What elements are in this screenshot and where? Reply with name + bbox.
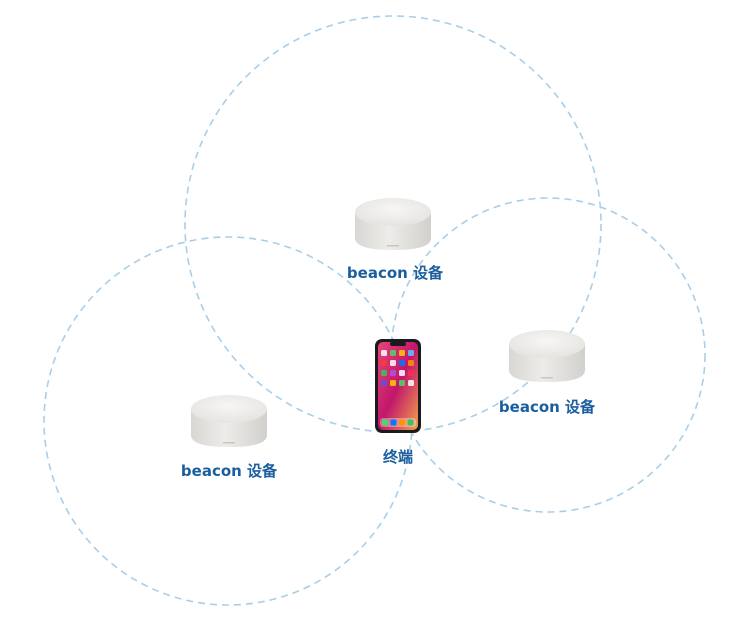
smartphone-icon	[375, 339, 421, 433]
range-circles	[43, 15, 706, 606]
beacon-device-top: beacon 设备	[347, 198, 444, 282]
terminal-device: 终端	[375, 339, 421, 466]
beacon-label: beacon 设备	[499, 398, 596, 416]
beacon-label: beacon 设备	[347, 264, 444, 282]
beacon-icon	[355, 198, 431, 250]
beacon-device-right: beacon 设备	[499, 330, 596, 416]
beacon-icon	[191, 395, 267, 447]
beacon-icon	[509, 330, 585, 382]
beacon-device-left: beacon 设备	[181, 395, 278, 480]
terminal-label: 终端	[383, 448, 413, 466]
beacon-label: beacon 设备	[181, 462, 278, 480]
